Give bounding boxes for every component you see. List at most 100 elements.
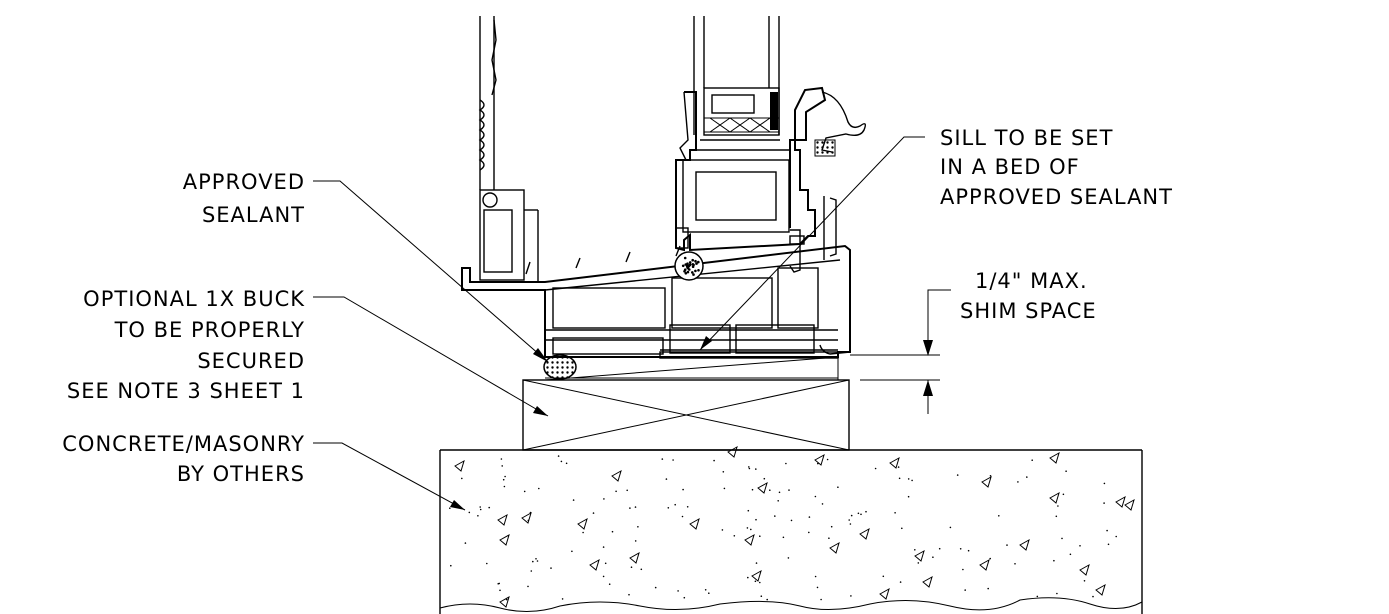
aggregate-dot xyxy=(790,519,793,522)
aggregate-dot xyxy=(814,495,817,498)
aggregate-dot xyxy=(527,519,530,522)
aggregate-dot xyxy=(750,528,752,531)
aggregate-dot xyxy=(550,567,552,569)
seal-dot xyxy=(688,268,691,271)
aggregate-mark xyxy=(629,551,640,564)
aggregate-dot xyxy=(1092,595,1094,598)
aggregate-mark xyxy=(751,569,762,582)
aggregate-dot xyxy=(1107,543,1110,546)
aggregate-dot xyxy=(987,587,989,590)
aggregate-dot xyxy=(560,460,563,463)
aggregate-dot xyxy=(630,566,633,568)
aggregate-dot xyxy=(755,562,758,564)
aggregate-dot xyxy=(502,478,505,481)
aggregate-dot xyxy=(582,531,584,534)
aggregate-mark xyxy=(589,558,600,571)
label-concrete-1: CONCRETE/MASONRY xyxy=(62,432,305,456)
aggregate-dot xyxy=(899,581,902,583)
aggregate-dot xyxy=(816,586,819,589)
aggregate-dot xyxy=(814,575,817,578)
aggregate-dot xyxy=(704,589,707,591)
aggregate-mark xyxy=(499,595,510,608)
aggregate-dot xyxy=(932,556,934,558)
aggregate-dot xyxy=(523,490,526,493)
aggregate-dot xyxy=(962,568,964,571)
aggregate-dot xyxy=(897,466,900,468)
aggregate-mark xyxy=(744,533,755,546)
aggregate-dot xyxy=(500,458,503,460)
aggregate-dot xyxy=(672,459,674,461)
label-sill-bed-2: IN A BED OF xyxy=(940,155,1080,179)
aggregate-mark xyxy=(1124,498,1135,511)
aggregate-mark xyxy=(1049,451,1060,464)
aggregate-dot xyxy=(721,529,724,531)
aggregate-dot xyxy=(681,515,684,518)
aggregate-dot xyxy=(499,589,501,592)
aggregate-dot xyxy=(501,465,504,467)
aggregate-dot xyxy=(782,536,785,539)
aggregate-mark xyxy=(859,527,870,540)
aggregate-dot xyxy=(477,515,479,517)
aggregate-dot xyxy=(998,515,1000,517)
aggregate-dot xyxy=(497,583,500,585)
aggregate-mark xyxy=(1079,563,1090,576)
aggregate-dot xyxy=(894,512,896,514)
sliding-sash-profile xyxy=(674,16,867,281)
aggregate-dot xyxy=(914,549,916,551)
aggregate-dot xyxy=(808,531,810,534)
label-optional-buck-2: TO BE PROPERLY xyxy=(114,318,305,342)
aggregate-dot xyxy=(682,488,684,491)
aggregate-dot xyxy=(785,462,787,465)
aggregate-dot xyxy=(911,479,913,482)
aggregate-mark xyxy=(922,575,933,588)
sash-weather-seal xyxy=(681,256,700,276)
aggregate-dot xyxy=(686,506,689,508)
aggregate-dot xyxy=(592,512,595,514)
aggregate-dot xyxy=(849,523,852,525)
seal-dot xyxy=(695,262,698,265)
label-optional-buck-1: OPTIONAL 1X BUCK xyxy=(83,287,305,311)
shim-gap xyxy=(544,356,839,381)
label-sill-bed-3: APPROVED SEALANT xyxy=(940,185,1173,209)
label-optional-buck-4: SEE NOTE 3 SHEET 1 xyxy=(67,379,305,403)
aggregate-mark xyxy=(914,549,925,562)
aggregate-dot xyxy=(602,575,605,578)
aggregate-dot xyxy=(759,581,761,584)
aggregate-dot xyxy=(504,475,506,478)
seal-dot xyxy=(686,270,690,274)
aggregate-dot xyxy=(571,550,573,553)
aggregate-dot xyxy=(677,590,679,592)
aggregate-dot xyxy=(1056,592,1058,595)
aggregate-mark xyxy=(497,513,508,526)
seal-dot xyxy=(691,271,694,274)
aggregate-dot xyxy=(964,589,966,591)
seal-dot xyxy=(692,273,695,276)
aggregate-dot xyxy=(1017,481,1019,483)
aggregate-dot xyxy=(468,511,471,514)
label-sill-bed-1: SILL TO BE SET xyxy=(940,126,1113,150)
aggregate-dot xyxy=(808,516,811,518)
aggregate-dot xyxy=(479,506,482,508)
aggregate-dot xyxy=(733,535,736,537)
aggregate-dot xyxy=(665,478,668,480)
aggregate-dot xyxy=(821,503,824,505)
aggregate-dot xyxy=(1069,553,1072,556)
aggregate-dot xyxy=(1103,502,1105,504)
aggregate-mark xyxy=(829,541,840,554)
seal-dot xyxy=(683,256,687,260)
label-optional-buck-3: SECURED xyxy=(197,349,305,373)
aggregate-dot xyxy=(536,560,539,562)
aggregate-dot xyxy=(505,598,508,601)
aggregate-mark xyxy=(979,558,990,571)
aggregate-dot xyxy=(535,558,537,560)
aggregate-dot xyxy=(967,549,970,552)
aggregate-mark xyxy=(454,459,465,472)
aggregate-dot xyxy=(603,498,605,500)
aggregate-dot xyxy=(850,514,853,517)
aggregate-dot xyxy=(449,507,451,510)
aggregate-dot xyxy=(667,507,670,509)
aggregate-dot xyxy=(787,557,790,559)
aggregate-mark xyxy=(521,511,532,524)
aggregate-dot xyxy=(572,499,575,501)
